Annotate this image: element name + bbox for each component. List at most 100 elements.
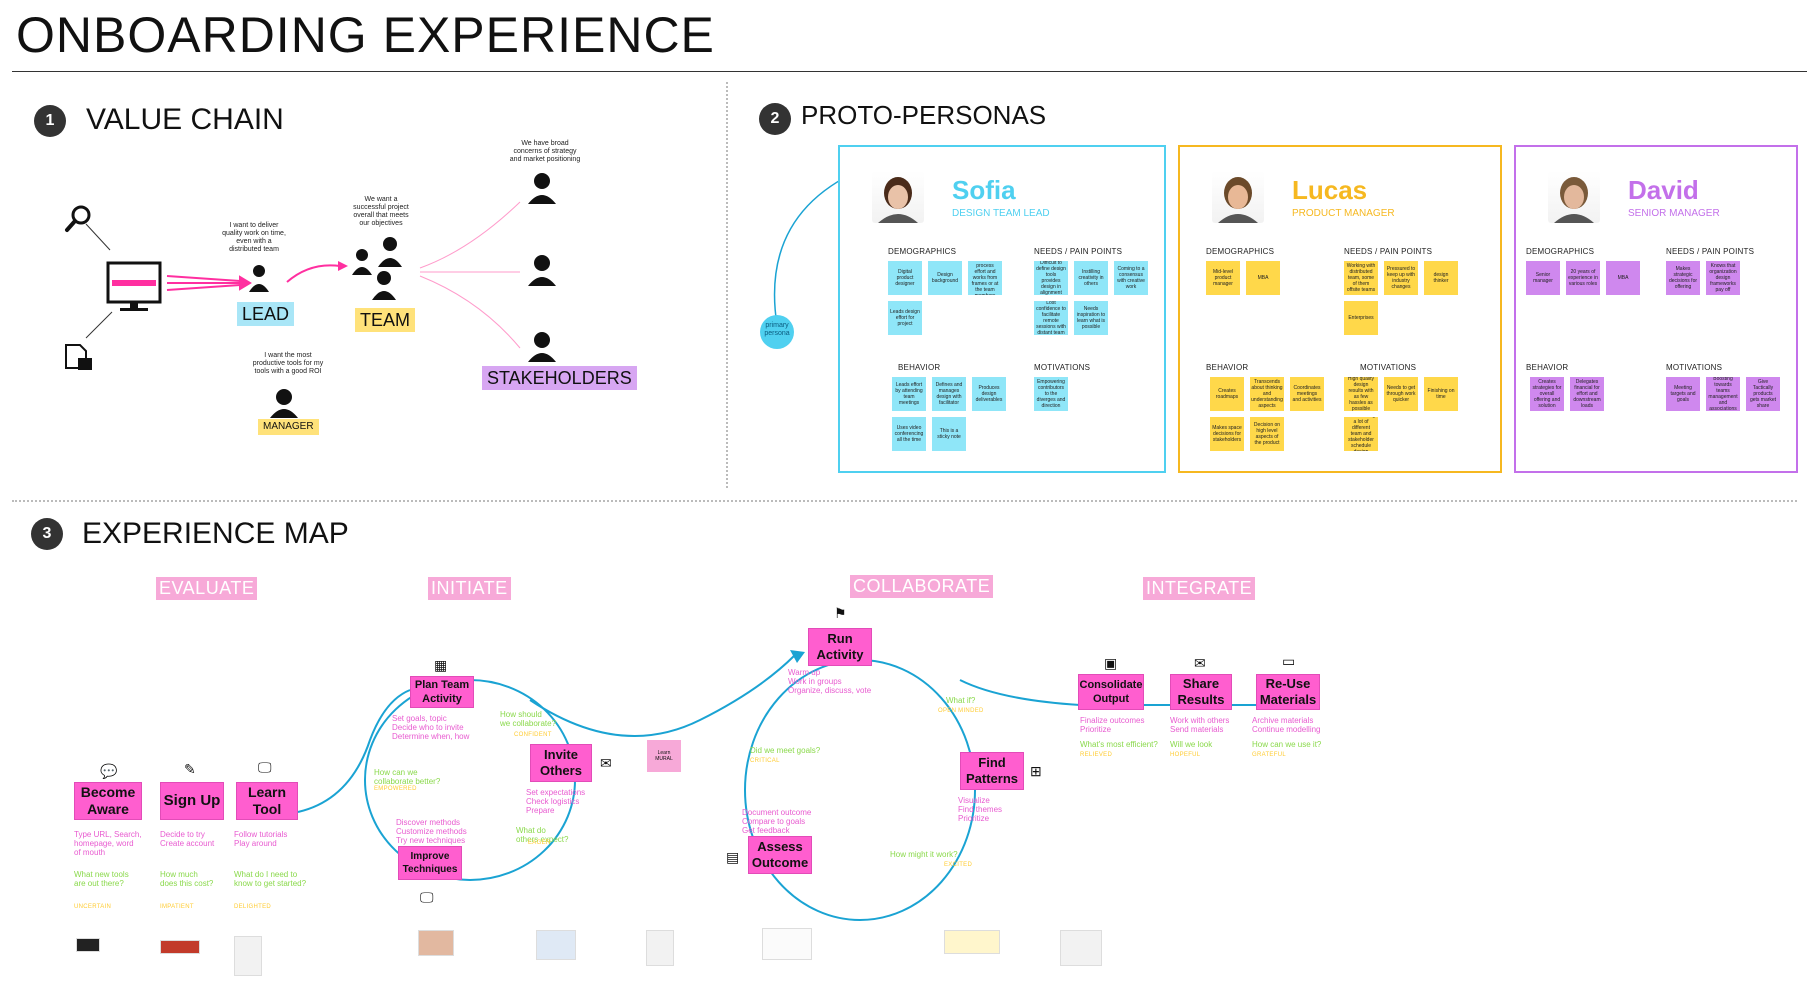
sticky-note[interactable]: design thinker bbox=[1424, 261, 1458, 295]
activity-feeling: DELIGHTED bbox=[234, 904, 272, 910]
thumbnail bbox=[76, 938, 100, 952]
sticky-note[interactable]: Mid-level product manager bbox=[1206, 261, 1240, 295]
lead-team-arrowhead bbox=[338, 261, 348, 271]
persona-role: DESIGN TEAM LEAD bbox=[952, 208, 1050, 219]
sticky-note[interactable]: Meeting targets and goals bbox=[1666, 377, 1700, 411]
learn-mural-note: Learn MURAL bbox=[647, 740, 681, 772]
activity-re-use-materials[interactable]: Re-Use Materials bbox=[1256, 674, 1320, 710]
persona-section-heading: BEHAVIOR bbox=[898, 363, 941, 372]
value-chain-diagram bbox=[65, 173, 556, 418]
sticky-note[interactable]: MBA bbox=[1606, 261, 1640, 295]
loop-collaborate bbox=[744, 659, 976, 921]
activity-feeling: EXCITED bbox=[944, 862, 973, 868]
sticky-note[interactable]: Empowering contributors to the diverges … bbox=[1034, 377, 1068, 411]
persona-section-heading: BEHAVIOR bbox=[1206, 363, 1249, 372]
stage-evaluate: EVALUATE bbox=[156, 577, 258, 600]
sticky-note[interactable]: Instilling creativity in others bbox=[1074, 261, 1108, 295]
sticky-note[interactable]: Working with distributed team, some of t… bbox=[1344, 261, 1378, 295]
sticky-note[interactable]: Enterprises bbox=[1344, 301, 1378, 335]
file-icon: ▭ bbox=[1282, 653, 1296, 669]
sticky-note[interactable]: Leads effort by attending team meetings bbox=[892, 377, 926, 411]
activity-description: Follow tutorials Play around bbox=[234, 830, 288, 848]
sticky-note[interactable]: Lost confidence to facilitate remote ses… bbox=[1034, 301, 1068, 335]
sticky-note[interactable]: Creates roadmaps bbox=[1210, 377, 1244, 411]
monitor-icon: 🖵 bbox=[258, 759, 272, 775]
persona-name: Lucas bbox=[1292, 175, 1368, 205]
activity-run-activity[interactable]: Run Activity bbox=[808, 628, 872, 666]
activity-share-results[interactable]: Share Results bbox=[1170, 674, 1232, 710]
stage-initiate: INITIATE bbox=[428, 577, 511, 600]
activity-learn-tool[interactable]: Learn Tool bbox=[236, 782, 298, 820]
activity-description: Document outcome Compare to goals Get fe… bbox=[742, 808, 812, 835]
activity-feeling: CONFIDENT bbox=[514, 732, 552, 738]
stage-collaborate: COLLABORATE bbox=[850, 575, 994, 598]
thumbnail bbox=[234, 936, 262, 976]
activity-improve-techniques[interactable]: Improve Techniques bbox=[398, 846, 462, 880]
activity-description: Visualize Find themes Prioritize bbox=[958, 796, 1003, 823]
activity-description: Archive materials Continue modelling bbox=[1252, 716, 1321, 734]
sticky-note[interactable]: Creates strategies for overall offering … bbox=[1530, 377, 1564, 411]
sticky-note[interactable]: Give Tactically products gets market sha… bbox=[1746, 377, 1780, 411]
envelope-icon: ✉ bbox=[1194, 655, 1206, 671]
thumbnail bbox=[646, 930, 674, 966]
title-divider bbox=[12, 71, 1807, 72]
sticky-note[interactable]: Coordinates meetings and activities bbox=[1290, 377, 1324, 411]
sticky-note[interactable]: This is a sticky note bbox=[932, 417, 966, 451]
section-number-2: 2 bbox=[759, 103, 791, 135]
persona-section-heading: MOTIVATIONS bbox=[1034, 363, 1091, 372]
activity-invite-others[interactable]: Invite Others bbox=[530, 744, 592, 782]
sticky-note[interactable]: Defines and manages design with facilita… bbox=[932, 377, 966, 411]
primary-persona-badge bbox=[760, 315, 794, 349]
search-link bbox=[85, 223, 111, 251]
activity-plan-team-activity[interactable]: Plan Team Activity bbox=[410, 676, 474, 708]
sticky-note[interactable]: Digital product designer bbox=[888, 261, 922, 295]
activity-consolidate-output[interactable]: Consolidate Output bbox=[1078, 674, 1144, 710]
sticky-note[interactable]: Needs to get through work quicker bbox=[1384, 377, 1418, 411]
search-icon bbox=[65, 205, 91, 232]
activity-feeling: HOPEFUL bbox=[1170, 752, 1201, 758]
sticky-note[interactable]: Senior manager bbox=[1526, 261, 1560, 295]
activity-question: How can we collaborate better? bbox=[374, 768, 441, 786]
activity-feeling: UNCERTAIN bbox=[74, 904, 112, 910]
sticky-note[interactable]: Coordinating a lot of different team and… bbox=[1344, 417, 1378, 451]
sticky-note[interactable]: Design background bbox=[928, 261, 962, 295]
sticky-note[interactable]: Decision on high level aspects of the pr… bbox=[1250, 417, 1284, 451]
sticky-note[interactable]: Pressured to keep up with industry chang… bbox=[1384, 261, 1418, 295]
sticky-note[interactable]: Needs inspiration to learn what is possi… bbox=[1074, 301, 1108, 335]
sticky-note[interactable]: Makes space decisions for stakeholders bbox=[1210, 417, 1244, 451]
manager-person-icon bbox=[270, 389, 298, 418]
activity-become-aware[interactable]: Become Aware bbox=[74, 782, 142, 820]
activity-assess-outcome[interactable]: Assess Outcome bbox=[748, 836, 812, 874]
activity-question: Will we look bbox=[1170, 740, 1213, 749]
persona-section-heading: DEMOGRAPHICS bbox=[1206, 247, 1275, 256]
sticky-note[interactable]: MBA bbox=[1246, 261, 1280, 295]
activity-find-patterns[interactable]: Find Patterns bbox=[960, 752, 1024, 790]
sticky-note[interactable]: Leads design effort for project bbox=[888, 301, 922, 335]
stakeholder-note: We have broad concerns of strategy and m… bbox=[509, 140, 581, 163]
sticky-note[interactable]: Produces design deliverables bbox=[972, 377, 1006, 411]
sticky-note[interactable]: Difficult to define design tools provide… bbox=[1034, 261, 1068, 295]
thumbnail bbox=[1060, 930, 1102, 966]
sticky-note[interactable]: Makes strategic decisions for offering bbox=[1666, 261, 1700, 295]
primary-persona-label: primary persona bbox=[764, 322, 790, 337]
section-title-value-chain: VALUE CHAIN bbox=[86, 103, 284, 136]
sticky-note[interactable]: 20 years of experience in various roles bbox=[1566, 261, 1600, 295]
path-initiate-collaborate bbox=[529, 654, 796, 737]
sticky-note[interactable]: Boosting towards teams management and as… bbox=[1706, 377, 1740, 411]
sticky-note[interactable]: High quality design results with as few … bbox=[1344, 377, 1378, 411]
activity-question: What if? bbox=[946, 696, 976, 705]
sticky-note[interactable]: Knows that organization design framework… bbox=[1706, 261, 1740, 295]
activity-question: What do I need to know to get started? bbox=[234, 870, 307, 888]
monitor-icon bbox=[106, 261, 162, 311]
team-note: We want a successful project overall tha… bbox=[353, 196, 409, 227]
sticky-note[interactable]: Coming to a consensus with creative work bbox=[1114, 261, 1148, 295]
lead-note: I want to deliver quality work on time, … bbox=[222, 222, 286, 253]
sticky-note[interactable]: Finishing on time bbox=[1424, 377, 1458, 411]
sticky-note[interactable]: Uses video conferencing all the time bbox=[892, 417, 926, 451]
persona-section-heading: MOTIVATIONS bbox=[1666, 363, 1723, 372]
sticky-note[interactable]: Transcends about thinking and understand… bbox=[1250, 377, 1284, 411]
sticky-note[interactable]: Uses a process effort and works from fra… bbox=[968, 261, 1002, 295]
activity-sign-up[interactable]: Sign Up bbox=[160, 782, 224, 820]
sticky-note[interactable]: Delegates financial for effort and downs… bbox=[1570, 377, 1604, 411]
